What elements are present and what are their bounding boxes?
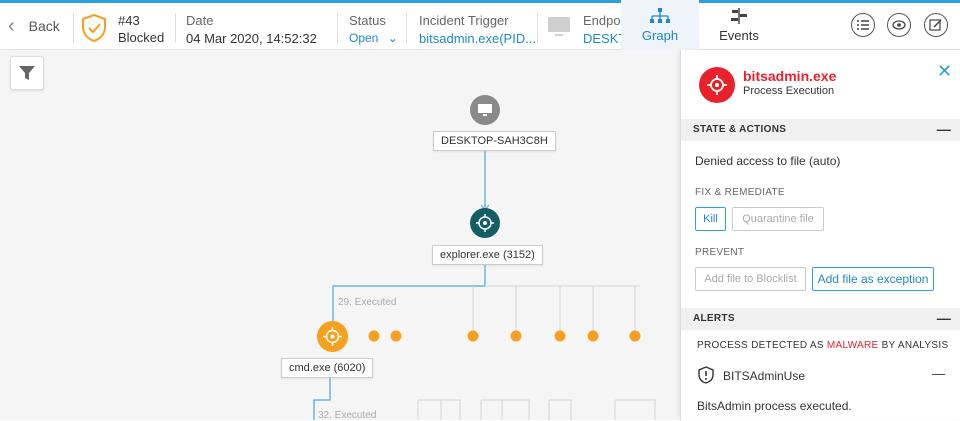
- edge-label-executed: 32. Executed: [318, 410, 377, 421]
- filter-button[interactable]: [10, 56, 44, 90]
- filter-icon: [19, 66, 35, 80]
- endpoint-label: Endpoi: [583, 13, 621, 28]
- endpoint-node-label[interactable]: DESKTOP-SAH3C8H: [433, 131, 556, 151]
- status-value: Open: [349, 31, 379, 45]
- trigger-link[interactable]: bitsadmin.exe(PID...: [419, 31, 537, 46]
- alerts-prefix: PROCESS DETECTED AS: [697, 340, 827, 351]
- panel-title: bitsadmin.exe: [743, 68, 837, 84]
- collapse-icon[interactable]: —: [936, 310, 951, 326]
- child-process-nodes: [368, 330, 641, 342]
- back-label: Back: [28, 18, 60, 34]
- tab-graph[interactable]: Graph: [621, 0, 699, 50]
- incident-header: ‹ Back #43 Blocked Date 04 Mar 2020, 14:…: [0, 0, 960, 50]
- status-block: Status Open ⌄: [349, 13, 398, 60]
- edit-icon: [929, 19, 942, 31]
- close-icon[interactable]: ✕: [937, 61, 953, 81]
- explorer-node-label[interactable]: explorer.exe (3152): [432, 245, 543, 265]
- details-panel: bitsadmin.exe Process Execution ✕ STATE …: [680, 50, 960, 420]
- top-accent-bar: [0, 0, 960, 3]
- alert-collapse-icon[interactable]: —: [932, 366, 945, 381]
- date-value: 04 Mar 2020, 14:52:32: [186, 31, 317, 46]
- graph-canvas[interactable]: DESKTOP-SAH3C8H explorer.exe (3152) 29. …: [0, 50, 680, 421]
- kill-button[interactable]: Kill: [695, 207, 726, 231]
- panel-subtitle: Process Execution: [743, 85, 835, 97]
- divider: [406, 13, 407, 43]
- date-label: Date: [186, 13, 214, 28]
- cmd-node[interactable]: [317, 321, 348, 352]
- state-actions-header[interactable]: STATE & ACTIONS —: [681, 119, 960, 141]
- divider: [337, 13, 338, 43]
- trigger-label: Incident Trigger: [419, 13, 509, 28]
- alerts-detection-text: PROCESS DETECTED AS MALWARE BY ANALYSIS: [697, 340, 948, 351]
- trigger-block: Incident Trigger bitsadmin.exe(PID...: [419, 13, 536, 60]
- alerts-header[interactable]: ALERTS —: [681, 308, 960, 330]
- endpoint-link[interactable]: DESKT: [583, 31, 621, 46]
- endpoint-block: Endpoi DESKT: [583, 13, 621, 60]
- alerts-title: ALERTS: [693, 313, 735, 324]
- cmd-node-label[interactable]: cmd.exe (6020): [281, 358, 374, 378]
- tab-events-label: Events: [719, 28, 759, 43]
- endpoint-node[interactable]: [470, 95, 500, 125]
- date-block: Date 04 Mar 2020, 14:52:32: [186, 13, 317, 60]
- list-icon: [857, 20, 869, 30]
- state-actions-title: STATE & ACTIONS: [693, 124, 787, 135]
- events-icon: [731, 8, 747, 24]
- divider: [73, 13, 74, 43]
- status-dropdown[interactable]: Open ⌄: [349, 31, 398, 45]
- incident-id-block: #43 Blocked: [118, 13, 164, 60]
- divider: [537, 13, 538, 43]
- eye-icon: [892, 20, 906, 30]
- alert-detail: BitsAdmin process executed.: [697, 399, 852, 413]
- graph-icon: [650, 8, 670, 23]
- fix-remediate-label: FIX & REMEDIATE: [695, 187, 785, 198]
- blocklist-button[interactable]: Add file to Blocklist: [695, 267, 806, 291]
- explorer-node[interactable]: [470, 208, 500, 238]
- list-info-button[interactable]: [851, 13, 875, 37]
- chevron-left-icon: ‹: [8, 15, 15, 37]
- edge-label-executed: 29. Executed: [338, 297, 397, 308]
- add-exception-button[interactable]: Add file as exception: [812, 267, 934, 291]
- tab-events[interactable]: Events: [700, 0, 778, 50]
- tab-graph-label: Graph: [641, 28, 679, 43]
- malware-tag: MALWARE: [826, 340, 879, 351]
- prevent-label: PREVENT: [695, 247, 745, 258]
- collapse-icon[interactable]: —: [936, 121, 951, 137]
- divider: [175, 13, 176, 43]
- alert-shield-icon: [698, 366, 714, 384]
- chevron-down-icon: ⌄: [387, 31, 398, 45]
- watch-button[interactable]: [887, 13, 911, 37]
- process-icon: [699, 67, 735, 103]
- monitor-icon: [548, 17, 570, 36]
- graph-edges: [313, 150, 656, 420]
- alerts-suffix: BY ANALYSIS: [878, 340, 949, 351]
- edit-button[interactable]: [924, 13, 948, 37]
- shield-check-icon: [82, 13, 106, 43]
- incident-state: Blocked: [118, 30, 165, 45]
- alert-name[interactable]: BITSAdminUse: [723, 369, 806, 383]
- back-button[interactable]: ‹ Back: [8, 13, 60, 39]
- quarantine-button[interactable]: Quarantine file: [732, 207, 824, 231]
- state-text: Denied access to file (auto): [695, 154, 841, 168]
- incident-id: #43: [118, 13, 140, 28]
- status-label: Status: [349, 13, 386, 28]
- target-icon: [707, 75, 727, 95]
